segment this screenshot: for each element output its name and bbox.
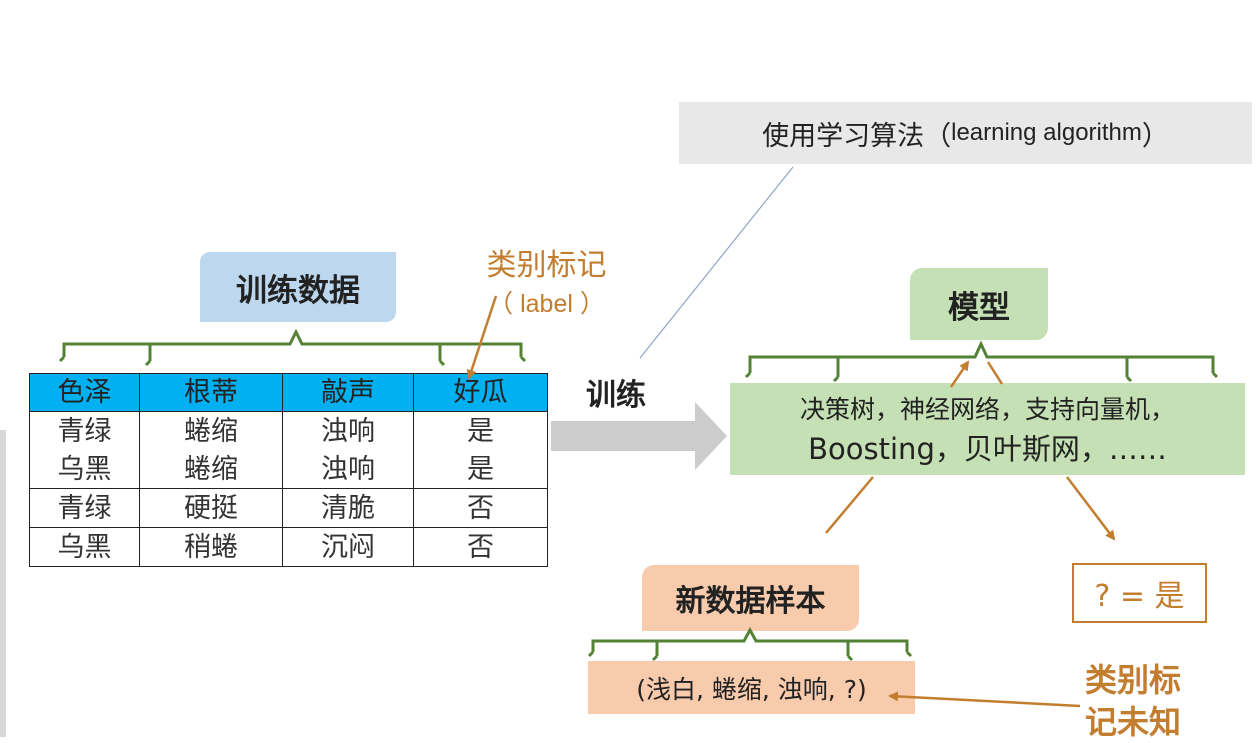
train-word: 训练 <box>586 378 646 413</box>
table-cell: 是 <box>413 450 548 489</box>
table-cell: 否 <box>413 488 548 528</box>
training-table: 色泽 根蒂 敲声 好瓜 青绿 蜷缩 浊响 是 乌黑 蜷缩 浊响 是 青绿 硬挺 … <box>29 373 548 567</box>
new-data-brace <box>587 626 913 662</box>
table-cell: 乌黑 <box>29 527 140 567</box>
algorithm-open-paren: （ <box>924 120 952 152</box>
table-header-cell: 色泽 <box>29 373 140 412</box>
table-cell: 青绿 <box>29 488 140 528</box>
class-label-cn: 类别标记 <box>486 248 607 283</box>
table-row: 青绿 硬挺 清脆 否 <box>29 488 548 528</box>
table-header-cell: 好瓜 <box>413 373 548 412</box>
table-cell: 蜷缩 <box>139 411 283 450</box>
new-data-title: 新数据样本 <box>642 565 859 631</box>
unknown-label-arrow <box>888 691 1081 708</box>
table-cell: 是 <box>413 411 548 450</box>
table-cell: 青绿 <box>29 411 140 450</box>
new-sample-box: (浅白, 蜷缩, 浊响, ?) <box>588 661 915 714</box>
label-pointer-arrow <box>466 295 498 380</box>
class-label-en: （ label ） <box>488 290 605 318</box>
table-row: 青绿 蜷缩 浊响 是 <box>29 411 548 450</box>
model-examples-line1: 决策树，神经网络，支持向量机， <box>799 395 1175 424</box>
algorithm-cn: 使用学习算法 <box>762 120 925 152</box>
table-cell: 否 <box>413 527 548 567</box>
algorithm-pointer-line <box>639 166 794 359</box>
left-edge-bar <box>0 430 6 737</box>
algorithm-en: learning algorithm <box>951 119 1142 146</box>
sample-to-model-arrow <box>825 476 874 534</box>
table-header-row: 色泽 根蒂 敲声 好瓜 <box>29 373 548 412</box>
training-data-title: 训练数据 <box>200 252 396 322</box>
table-cell: 清脆 <box>282 488 414 528</box>
training-data-brace <box>58 328 527 367</box>
unknown-label-line1: 类别标 <box>1085 661 1182 699</box>
table-header-cell: 敲声 <box>282 373 414 412</box>
unknown-label-line2: 记未知 <box>1085 703 1182 741</box>
table-row: 乌黑 稍蜷 沉闷 否 <box>29 527 548 567</box>
training-arrow <box>551 402 727 470</box>
table-cell: 浊响 <box>282 450 414 489</box>
table-header-cell: 根蒂 <box>139 373 283 412</box>
table-cell: 蜷缩 <box>139 450 283 489</box>
model-input-arrow <box>949 360 970 388</box>
table-cell: 浊响 <box>282 411 414 450</box>
model-to-result-arrow <box>1066 476 1116 541</box>
model-brace <box>744 340 1219 383</box>
model-examples-line2: Boosting，贝叶斯网，…… <box>808 432 1167 466</box>
table-cell: 乌黑 <box>29 450 140 489</box>
model-examples-box: 决策树，神经网络，支持向量机， Boosting，贝叶斯网，…… <box>730 383 1245 475</box>
table-row: 乌黑 蜷缩 浊响 是 <box>29 450 548 489</box>
model-title: 模型 <box>910 268 1048 340</box>
algorithm-box: 使用学习算法 （ learning algorithm ） <box>679 102 1252 164</box>
algorithm-close-paren: ） <box>1141 120 1169 152</box>
prediction-result-box: ? = 是 <box>1072 563 1207 623</box>
model-output-arrow-top <box>986 361 1004 385</box>
table-cell: 稍蜷 <box>139 527 283 567</box>
